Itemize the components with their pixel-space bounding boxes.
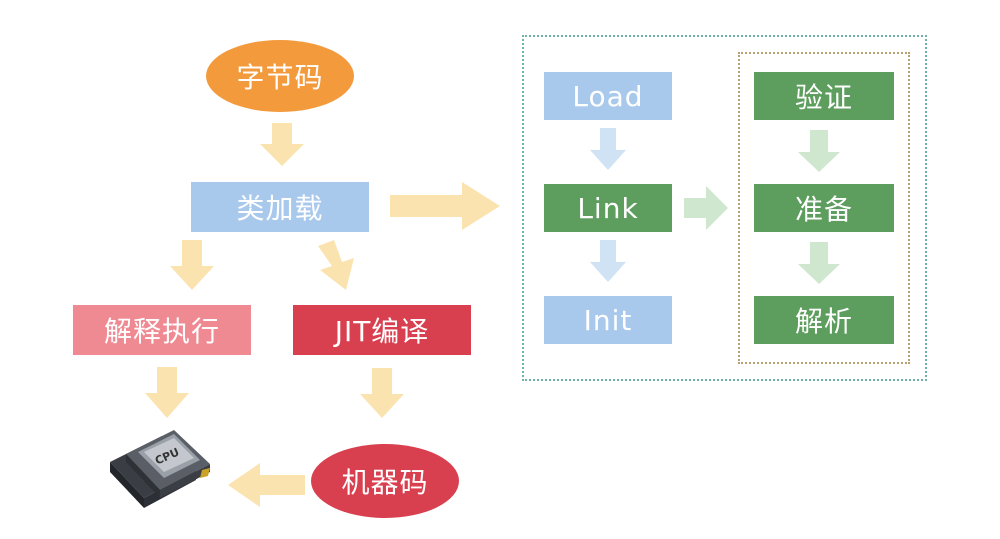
arrow-link-to-phases [684,186,728,230]
arrow-prepare-to-resolve [798,242,840,284]
interpret-node: 解释执行 [73,305,251,355]
resolve-node: 解析 [754,296,894,344]
arrow-bytecode-to-loading [260,123,304,166]
link-phases-frame [738,52,910,364]
class-loading-node: 类加载 [191,182,369,232]
jit-compile-node: JIT编译 [293,305,471,355]
bytecode-node: 字节码 [206,40,354,112]
arrow-loading-to-interpret [170,240,214,290]
arrow-load-to-link [590,128,626,170]
arrow-link-to-init [590,240,626,282]
arrow-jit-to-machine-code [360,368,404,418]
arrow-loading-to-linking [390,182,500,230]
arrow-verify-to-prepare [798,130,840,172]
cpu-icon: CPU [110,430,210,508]
load-node: Load [544,72,672,120]
init-node: Init [544,296,672,344]
prepare-node: 准备 [754,184,894,232]
arrow-interpret-to-cpu [145,367,189,418]
arrow-loading-to-jit [318,240,354,290]
verify-node: 验证 [754,72,894,120]
arrow-machine-code-to-cpu [228,463,305,507]
linking-process-frame [522,35,927,381]
machine-code-node: 机器码 [311,444,459,518]
link-node: Link [544,184,672,232]
